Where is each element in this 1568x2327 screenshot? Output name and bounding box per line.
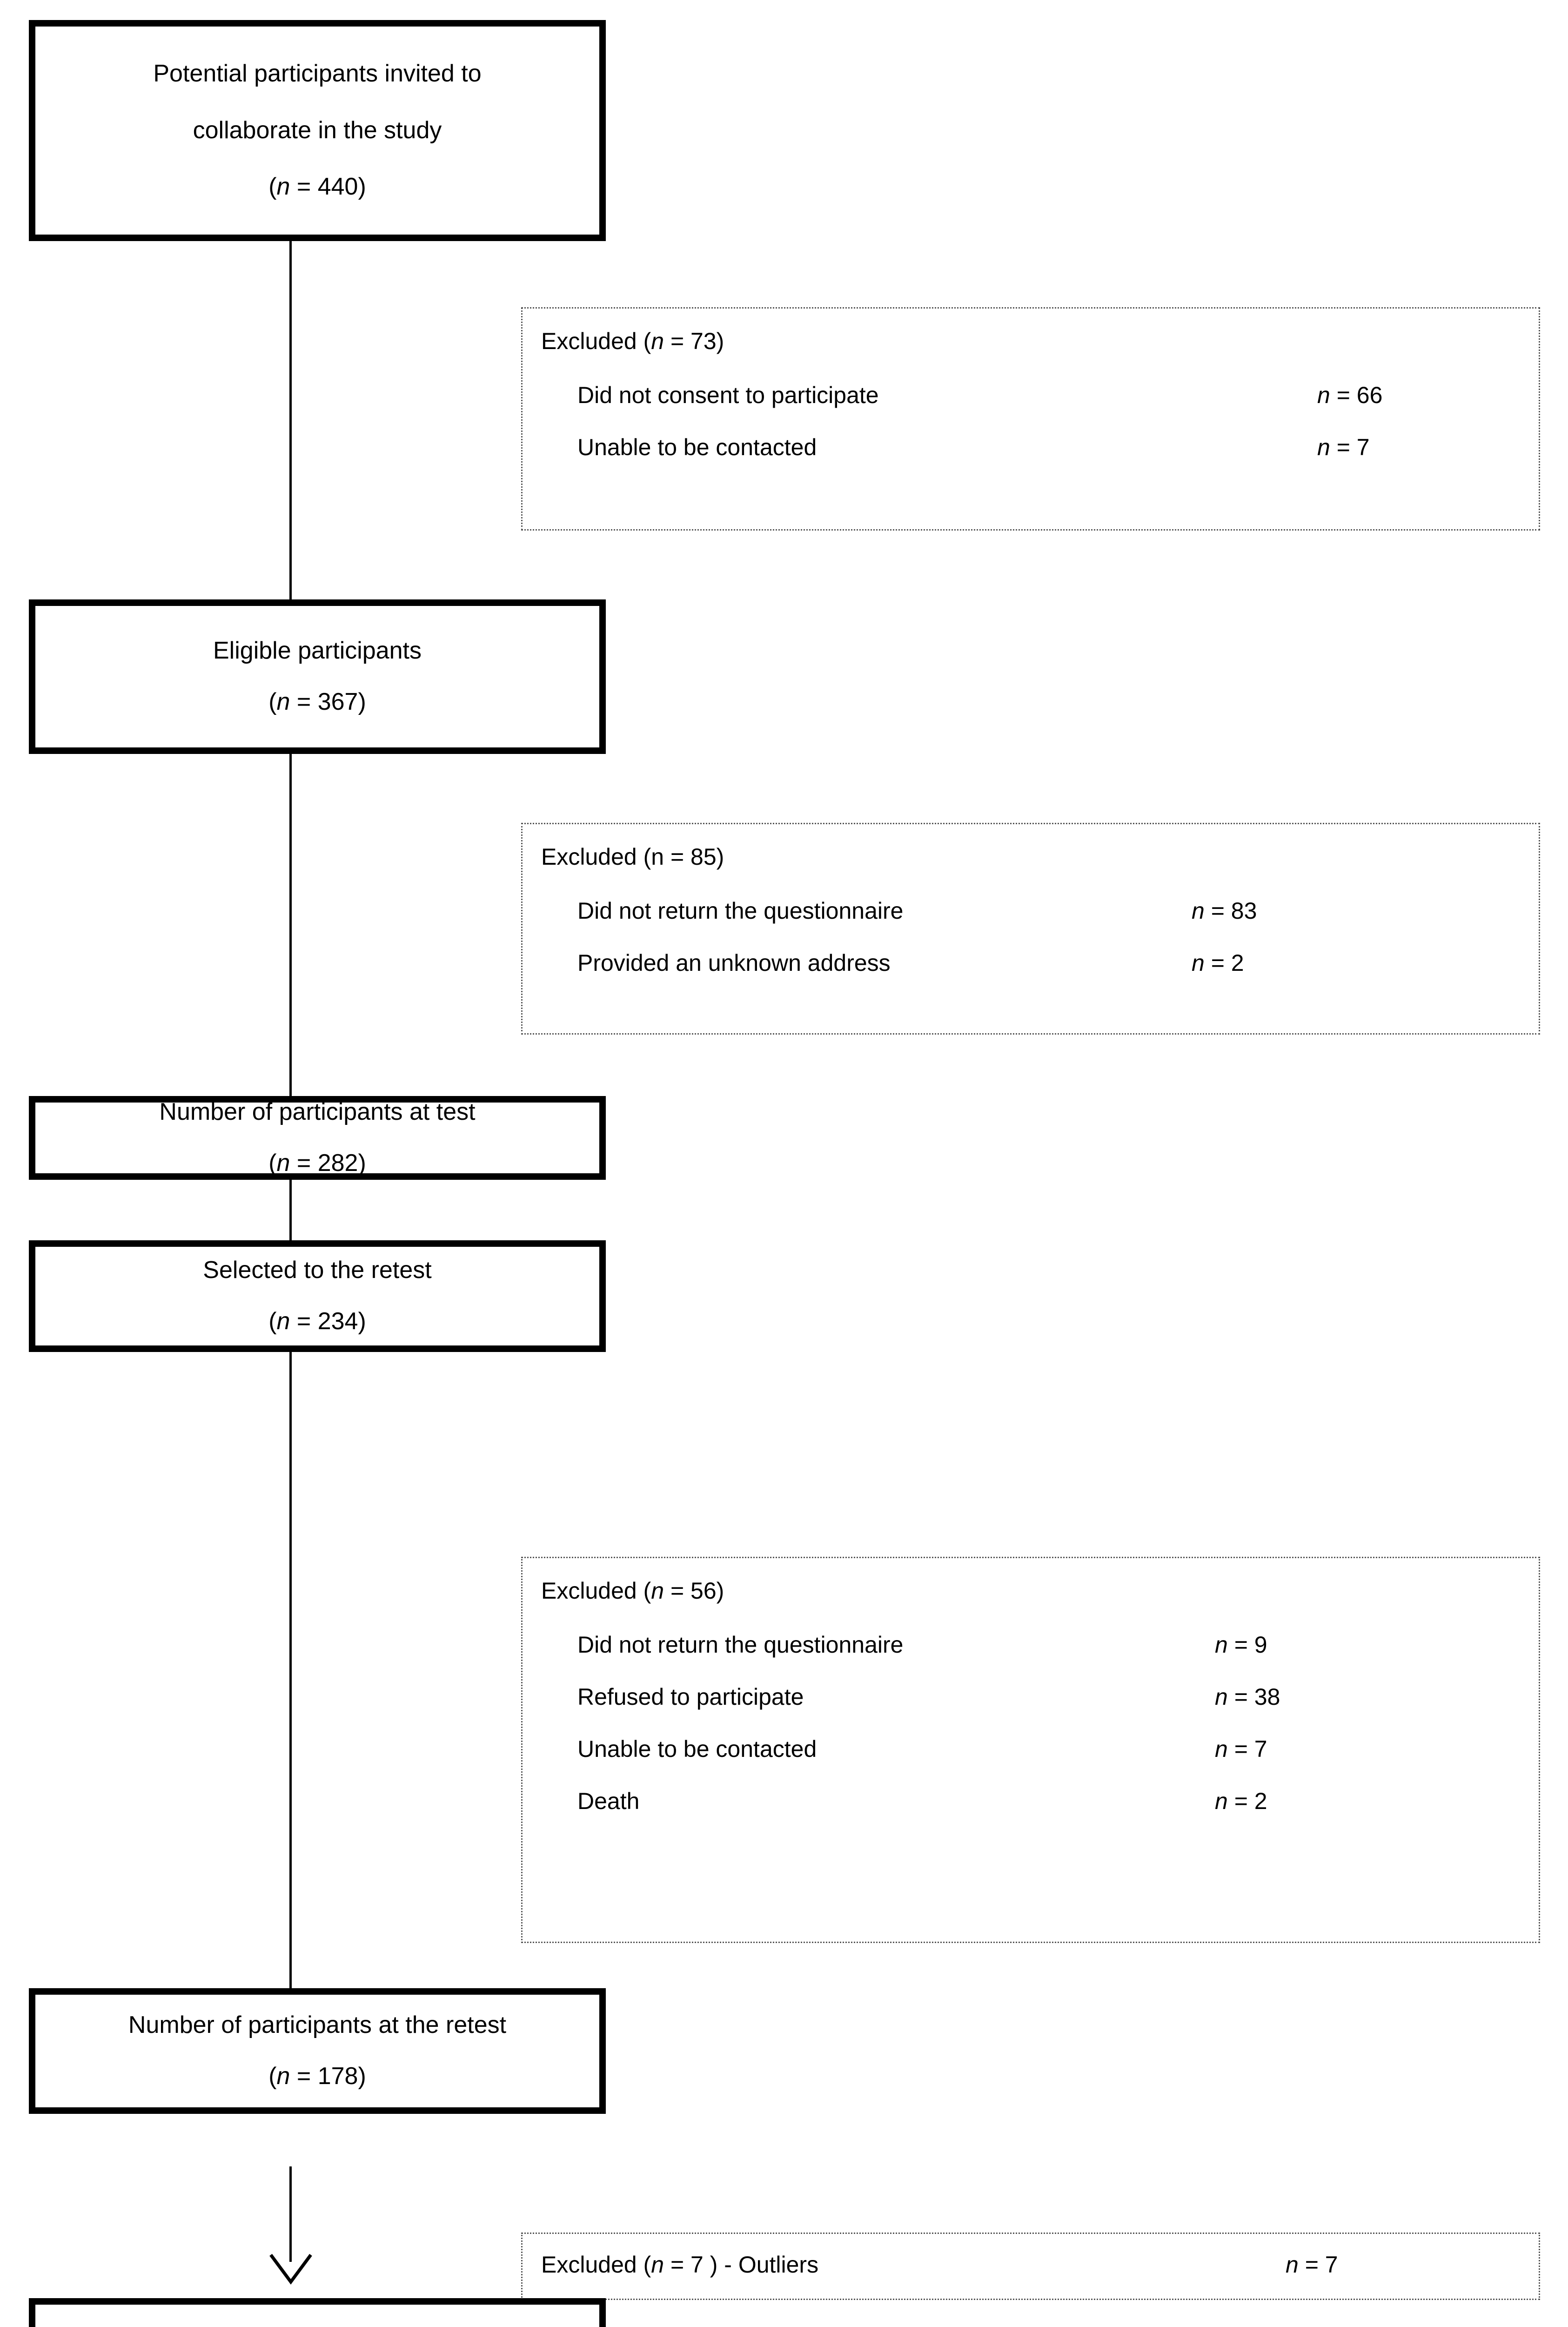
exclusion-reason-label: Did not consent to participate [577, 382, 879, 408]
exclusion-header-2: Excluded (n = 85) [541, 844, 724, 870]
exclusion-reason-label: Provided an unknown address [577, 950, 891, 976]
exclusion-reason-row: Unable to be contacted n = 7 [577, 433, 1526, 461]
exclusion-reason-count: n = 2 [1215, 1788, 1267, 1814]
connector-eligible-to-attest [289, 754, 292, 1099]
connector-atretest-to-analyzed [289, 2166, 292, 2262]
node-line-1: Selected to the retest [203, 1257, 432, 1284]
node-participants-at-test[interactable]: Number of participants at test (n = 282) [29, 1096, 606, 1180]
exclusion-reason-label: Unable to be contacted [577, 434, 817, 460]
exclusion-reason-count: n = 66 [1317, 382, 1383, 408]
node-potential-participants-invited[interactable]: Potential participants invited to collab… [29, 20, 606, 241]
exclusion-box-2[interactable]: Excluded (n = 85) Did not return the que… [521, 823, 1540, 1035]
exclusion-reasons-1: Did not consent to participate n = 66 Un… [577, 381, 1526, 461]
exclusion-reason-row: Provided an unknown address n = 2 [577, 949, 1526, 977]
exclusion-reason-count: n = 38 [1215, 1684, 1280, 1710]
node-count: (n = 178) [268, 2063, 366, 2090]
exclusion-reason-count: n = 7 [1317, 434, 1370, 460]
exclusion-reason-count: n = 9 [1215, 1632, 1267, 1658]
exclusion-reasons-3: Did not return the questionnaire n = 9 R… [577, 1631, 1526, 1815]
exclusion-reasons-2: Did not return the questionnaire n = 83 … [577, 897, 1526, 977]
node-participants-at-retest[interactable]: Number of participants at the retest (n … [29, 1988, 606, 2114]
connector-attest-to-selected [289, 1177, 292, 1243]
connector-invited-to-eligible [289, 241, 292, 602]
node-line-1: Potential participants invited to [153, 60, 482, 87]
exclusion-reason-count: n = 83 [1192, 898, 1257, 924]
exclusion-outliers-label: Excluded (n = 7 ) - Outliers [541, 2252, 819, 2278]
exclusion-reason-row: Refused to participate n = 38 [577, 1683, 1526, 1711]
node-count: (n = 282) [268, 1150, 366, 1177]
exclusion-reason-row: Death n = 2 [577, 1787, 1526, 1815]
node-count: (n = 367) [268, 688, 366, 715]
node-count: (n = 234) [268, 1308, 366, 1335]
exclusion-header-n: n [651, 844, 664, 870]
exclusion-reason-row: Did not consent to participate n = 66 [577, 381, 1526, 409]
exclusion-box-outliers[interactable]: Excluded (n = 7 ) - Outliers n = 7 [521, 2233, 1540, 2300]
node-line-1: Number of participants at test [159, 1098, 476, 1126]
node-eligible-participants[interactable]: Eligible participants (n = 367) [29, 599, 606, 754]
node-line-1: Number of participants at the retest [128, 2011, 507, 2039]
exclusion-header-3: Excluded (n = 56) [541, 1578, 724, 1604]
exclusion-reason-label: Refused to participate [577, 1684, 804, 1710]
exclusion-box-3[interactable]: Excluded (n = 56) Did not return the que… [521, 1557, 1540, 1943]
node-selected-to-retest[interactable]: Selected to the retest (n = 234) [29, 1240, 606, 1352]
exclusion-outliers-count: n = 7 [1286, 2252, 1338, 2278]
exclusion-reason-count: n = 2 [1192, 950, 1244, 976]
exclusion-reason-label: Did not return the questionnaire [577, 898, 904, 924]
node-line-2: collaborate in the study [193, 116, 442, 144]
node-line-1: Eligible participants [213, 637, 422, 665]
exclusion-outliers-row: Excluded (n = 7 ) - Outliers n = 7 [541, 2251, 1526, 2279]
exclusion-box-1[interactable]: Excluded (n = 73) Did not consent to par… [521, 307, 1540, 531]
exclusion-reason-label: Did not return the questionnaire [577, 1632, 904, 1658]
node-count: (n = 440) [268, 173, 366, 201]
exclusion-reason-label: Unable to be contacted [577, 1736, 817, 1762]
exclusion-reason-count: n = 7 [1215, 1736, 1267, 1762]
exclusion-reason-label: Death [577, 1788, 640, 1814]
exclusion-reason-row: Unable to be contacted n = 7 [577, 1735, 1526, 1763]
node-participants-analyzed[interactable]: Number of participants analyzed (n = 171… [29, 2298, 606, 2327]
exclusion-reason-row: Did not return the questionnaire n = 9 [577, 1631, 1526, 1659]
exclusion-header-1: Excluded (n = 73) [541, 328, 724, 354]
exclusion-reason-row: Did not return the questionnaire n = 83 [577, 897, 1526, 925]
connector-selected-to-atretest [289, 1350, 292, 1988]
